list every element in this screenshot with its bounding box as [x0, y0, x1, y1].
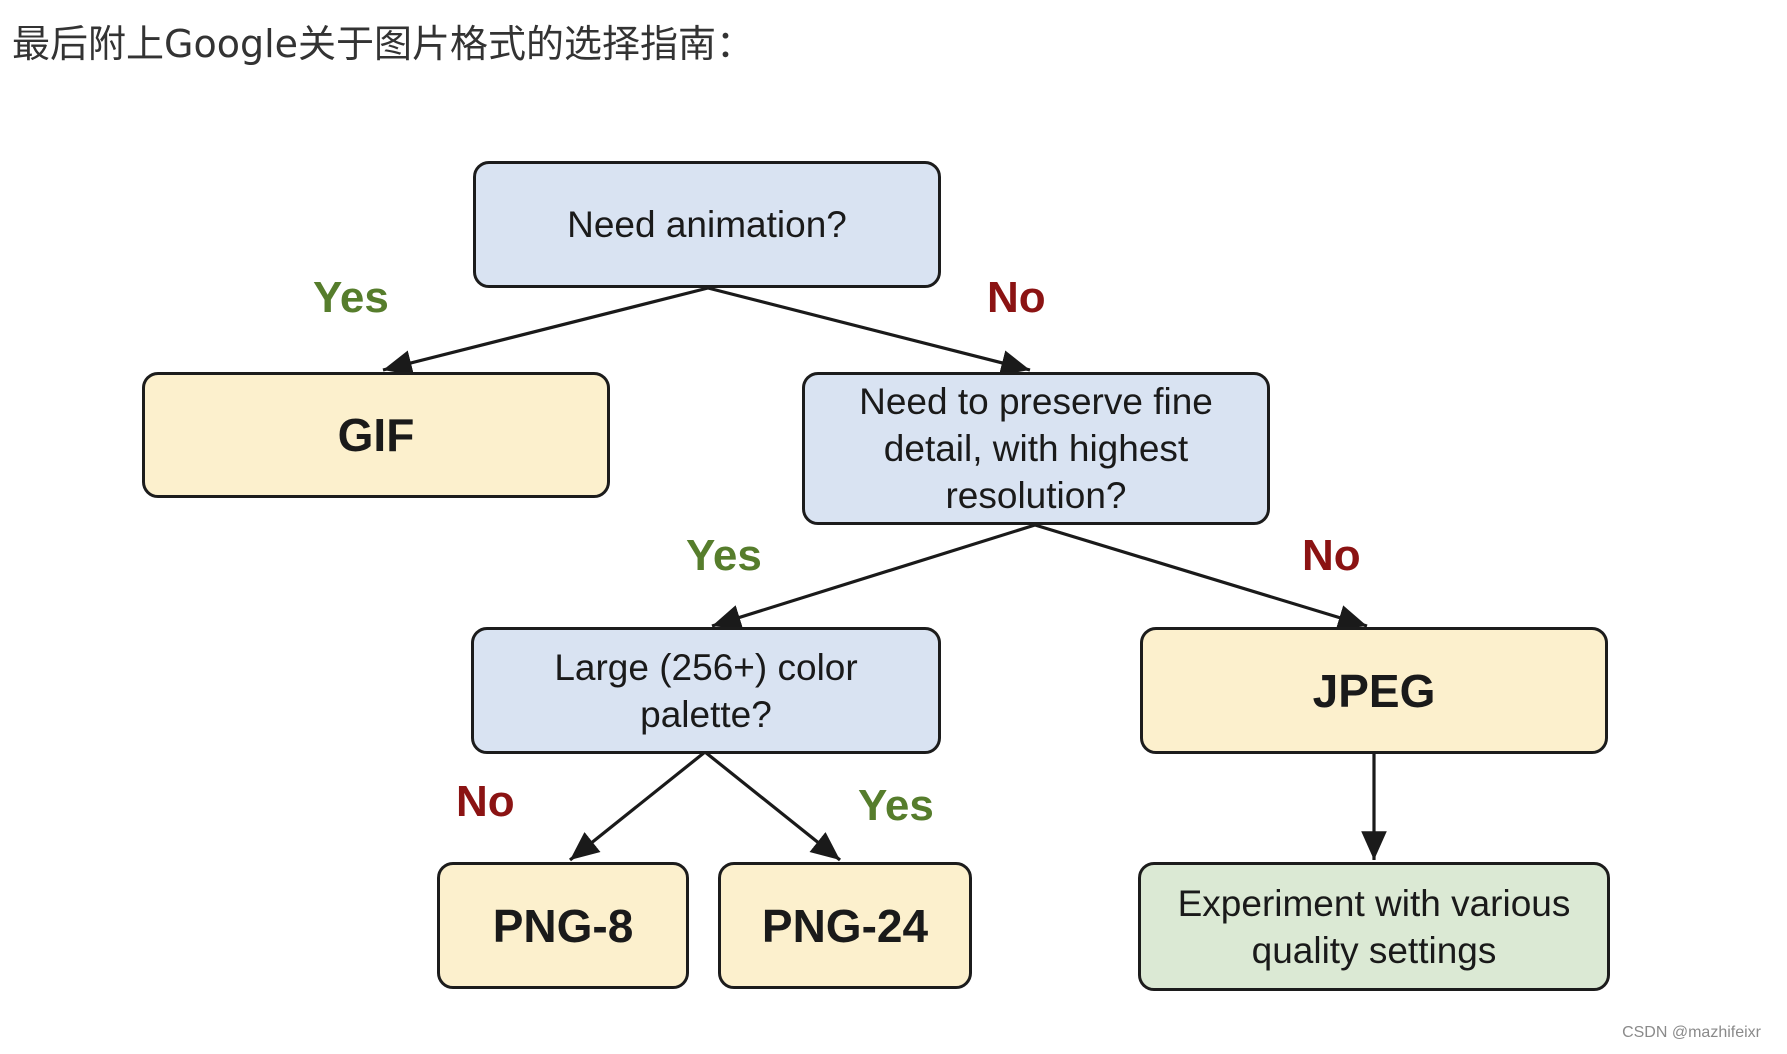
- node-preserve-detail-label: Need to preserve fine detail, with highe…: [859, 381, 1213, 516]
- arrow-animation-to-detail: [707, 286, 1031, 376]
- node-gif-label: GIF: [337, 409, 415, 461]
- arrow-animation-to-gif: [382, 286, 709, 376]
- edge-label-palette-yes: Yes: [858, 781, 934, 830]
- arrow-detail-to-palette: [711, 523, 1036, 630]
- node-png24: PNG-24: [718, 862, 972, 989]
- csdn-watermark: CSDN @mazhifeixr: [1622, 1024, 1761, 1041]
- node-preserve-detail: Need to preserve fine detail, with highe…: [802, 372, 1270, 525]
- node-need-animation: Need animation?: [473, 161, 941, 288]
- edge-label-animation-no: No: [987, 273, 1046, 322]
- edge-label-detail-no: No: [1302, 531, 1361, 580]
- edge-label-detail-yes: Yes: [686, 531, 762, 580]
- node-jpeg: JPEG: [1140, 627, 1608, 754]
- node-png8-label: PNG-8: [492, 899, 634, 952]
- node-experiment: Experiment with various quality settings: [1138, 862, 1610, 991]
- node-need-animation-label: Need animation?: [567, 204, 847, 245]
- node-png24-label: PNG-24: [761, 899, 929, 952]
- node-experiment-label: Experiment with various quality settings: [1177, 882, 1571, 971]
- arrow-detail-to-jpeg: [1034, 523, 1368, 630]
- node-jpeg-label: JPEG: [1312, 664, 1436, 717]
- edge-label-animation-yes: Yes: [313, 273, 389, 322]
- arrow-palette-to-png24: [704, 750, 841, 862]
- node-large-palette: Large (256+) color palette?: [471, 627, 941, 754]
- edge-label-palette-no: No: [456, 777, 515, 826]
- page-heading: 最后附上Google关于图片格式的选择指南：: [12, 22, 755, 66]
- node-png8: PNG-8: [437, 862, 689, 989]
- node-large-palette-label: Large (256+) color palette?: [554, 646, 858, 735]
- node-gif: GIF: [142, 372, 610, 498]
- arrow-palette-to-png8: [569, 750, 706, 862]
